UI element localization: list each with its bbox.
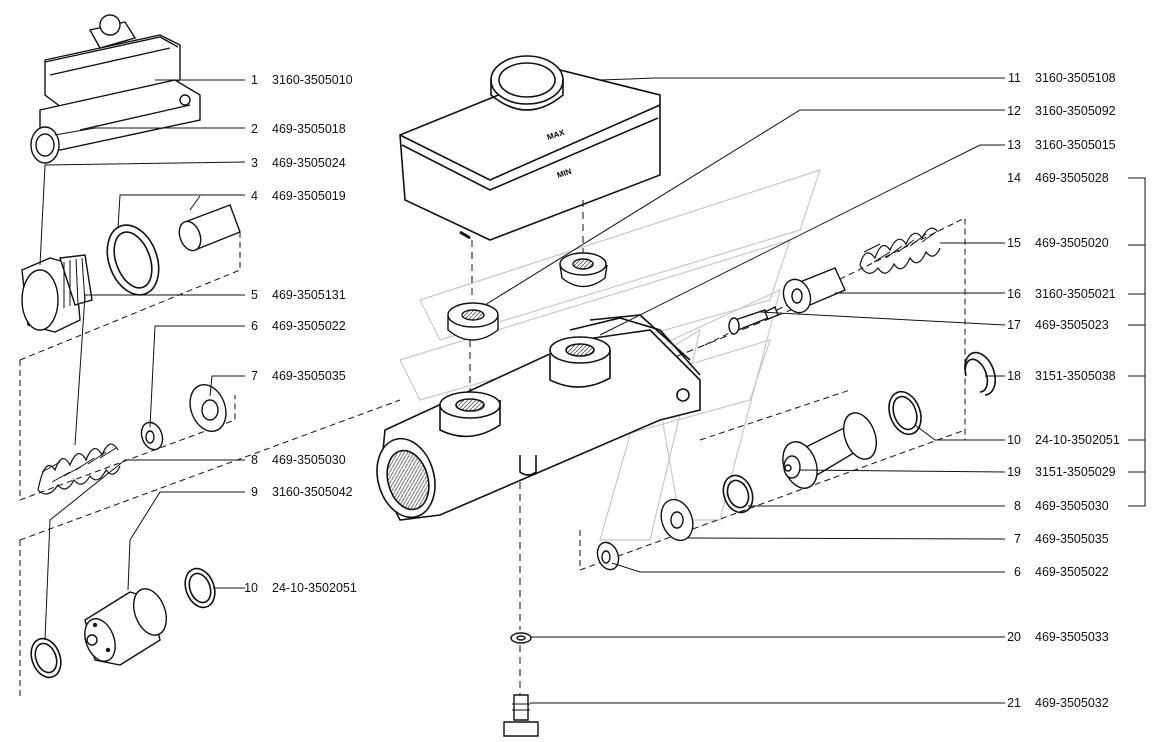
copper-washer — [510, 632, 532, 644]
retaining-ring — [964, 351, 997, 396]
leader-lines — [39, 77, 1146, 704]
spring-left — [37, 443, 121, 495]
spring-right — [859, 227, 941, 274]
washer-small-left — [140, 421, 164, 451]
plug — [21, 254, 93, 333]
cylinder-body — [376, 314, 701, 521]
cup-seal-left — [189, 384, 227, 432]
min-mark: MIN — [556, 167, 573, 180]
alignment-lines-center — [469, 200, 841, 695]
assembly-frame-right — [579, 217, 966, 571]
ring-right-8 — [722, 474, 754, 514]
reservoir-bushing-1 — [447, 302, 499, 341]
ring-left-8 — [30, 637, 62, 679]
sleeve — [178, 204, 241, 252]
reservoir — [399, 55, 661, 241]
assembled-master-cylinder — [30, 14, 201, 164]
drain-bolt — [503, 694, 539, 737]
reservoir-bushing-2 — [559, 252, 608, 288]
piston-right — [782, 412, 878, 489]
sealing-ring — [106, 224, 160, 296]
ring-right-10 — [888, 390, 922, 436]
cup-seal-right — [660, 498, 694, 542]
piston-left — [84, 588, 168, 666]
ring-left-10 — [184, 567, 216, 609]
spring-seat — [782, 267, 846, 314]
stop-screw — [728, 306, 779, 335]
washer-small-right — [596, 541, 620, 571]
